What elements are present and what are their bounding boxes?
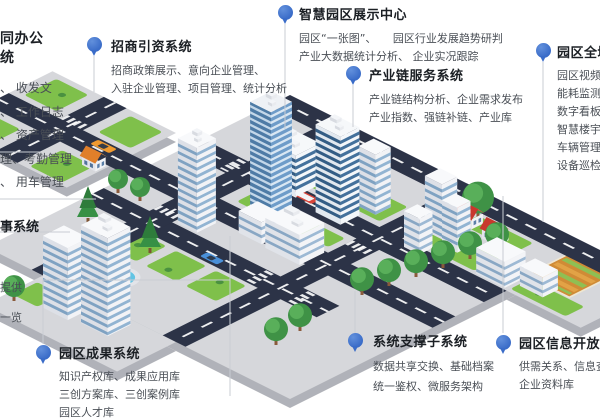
support-line1: 数据共享交换、基础档案 <box>373 360 494 373</box>
park-domain-item: 能耗监测 <box>557 87 600 100</box>
label-investment-system: 招商引资系统 招商政策展示、意向企业管理、 入驻企业管理、项目管理、统计分析 <box>111 36 287 98</box>
open-info-line1: 供需关系、信息查询 <box>519 360 600 373</box>
open-info-line2: 企业资料库 <box>519 378 574 391</box>
pin-icon-achievements <box>35 344 51 364</box>
office-title-line1: 同办公 <box>0 31 44 47</box>
achievements-item: 知识产权库、成果应用库 <box>59 370 180 383</box>
label-affairs-title: 事系统 <box>0 220 40 235</box>
open-info-title: 园区信息开放系统 <box>519 337 600 352</box>
label-exhibition-center: 智慧园区展示中心 园区“一张图”、 园区行业发展趋势研判 产业大数据统计分析、 … <box>299 4 503 66</box>
office-title-line2: 统 <box>0 50 15 66</box>
support-line2: 统一鉴权、微服务架构 <box>373 380 483 393</box>
industry-chain-title: 产业链服务系统 <box>369 69 464 84</box>
pin-icon-industry-chain <box>345 65 361 85</box>
label-open-info-system: 园区信息开放系统 供需关系、信息查询 企业资料库 <box>519 333 600 394</box>
investment-title: 招商引资系统 <box>111 40 193 55</box>
pin-icon-open-info <box>495 334 511 354</box>
office-item: 、 资产管理 <box>0 128 64 142</box>
pin-icon-support <box>347 332 363 352</box>
investment-line2: 入驻企业管理、项目管理、统计分析 <box>111 82 287 95</box>
industry-chain-line2: 产业指数、强链补链、产业库 <box>369 111 512 124</box>
label-affairs-item1: 提供 <box>0 281 22 294</box>
office-item: 、 收发文 <box>0 81 52 95</box>
achievements-title: 园区成果系统 <box>59 347 141 362</box>
blue-car <box>200 252 224 265</box>
label-office-system: 同办公 统 、 收发文 、 工作日志 、 资产管理 理、考勤管理 、 用车管理 <box>0 30 72 195</box>
support-title: 系统支撑子系统 <box>373 335 468 350</box>
office-item: 理、考勤管理 <box>0 151 73 166</box>
park-domain-item: 园区视频监 <box>557 69 600 82</box>
park-domain-item: 车辆管理 <box>557 141 600 154</box>
achievements-item: 园区人才库 <box>59 406 114 419</box>
exhibition-title: 智慧园区展示中心 <box>299 8 408 23</box>
label-achievements-system: 园区成果系统 知识产权库、成果应用库 三创方案库、三创案例库 园区人才库 <box>59 343 180 420</box>
achievements-item: 三创方案库、三创案例库 <box>59 388 180 401</box>
industry-chain-line1: 产业链结构分析、企业需求发布 <box>369 93 523 106</box>
office-item: 、 工作日志 <box>0 104 64 119</box>
label-affairs-item2: 一览 <box>0 311 22 324</box>
exhibition-line2: 产业大数据统计分析、 企业实况跟踪 <box>299 50 479 63</box>
park-domain-item: 数字看板 <box>557 105 600 118</box>
label-industry-chain-system: 产业链服务系统 产业链结构分析、企业需求发布 产业指数、强链补链、产业库 <box>369 65 523 127</box>
orange-car <box>91 140 116 153</box>
pin-icon-park-domain <box>535 42 551 62</box>
exhibition-line1: 园区“一张图”、 园区行业发展趋势研判 <box>299 32 503 45</box>
park-domain-item: 设备巡检 <box>557 159 600 172</box>
label-support-subsystem: 系统支撑子系统 数据共享交换、基础档案 统一鉴权、微服务架构 <box>373 331 494 397</box>
park-domain-title: 园区全域 <box>557 46 600 61</box>
park-domain-item: 智慧楼宇 <box>557 123 600 136</box>
label-park-domain-system: 园区全域 园区视频监 能耗监测 数字看板 智慧楼宇 车辆管理 设备巡检 <box>557 42 600 175</box>
pin-icon-investment <box>86 36 102 56</box>
office-item: 、 用车管理 <box>0 175 64 189</box>
pin-icon-exhibition <box>277 4 293 24</box>
investment-line1: 招商政策展示、意向企业管理、 <box>111 64 265 77</box>
